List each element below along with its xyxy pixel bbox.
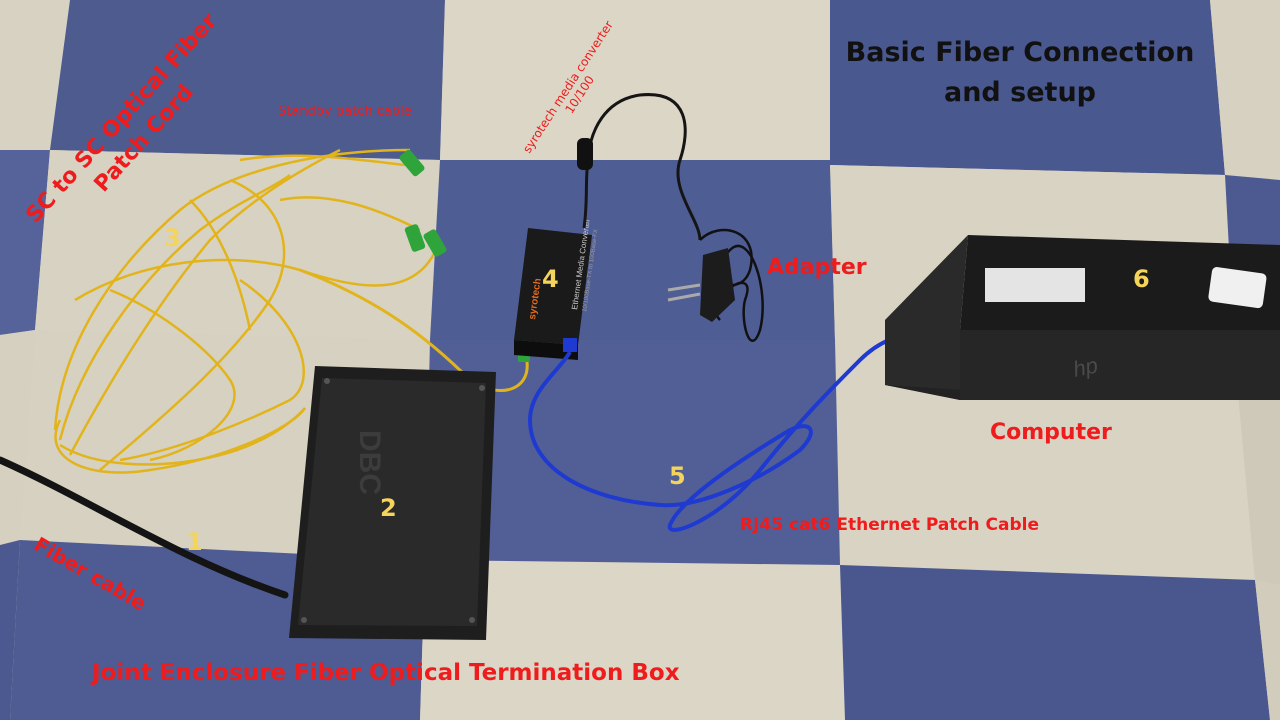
number-4: 4	[542, 265, 559, 293]
number-6: 6	[1133, 265, 1150, 293]
title-line-2: and setup	[943, 77, 1096, 108]
termination-box	[289, 366, 496, 640]
title-line-1: Basic Fiber Connection	[845, 37, 1195, 68]
number-1: 1	[186, 528, 203, 556]
enclosure-brand-text: DBC	[353, 430, 386, 495]
page-title: Basic Fiber Connection and setup	[845, 33, 1195, 113]
number-3: 3	[164, 224, 181, 252]
number-5: 5	[669, 462, 686, 490]
ethernet-cable	[527, 333, 906, 532]
standby-cable-label: Standby patch cable	[278, 104, 412, 119]
power-cable	[582, 93, 702, 241]
adapter-label: Adapter	[767, 255, 867, 280]
enclosure-label: Joint Enclosure Fiber Optical Terminatio…	[92, 660, 680, 686]
number-2: 2	[380, 494, 397, 522]
adapter-cord-coil	[699, 228, 764, 342]
yellow-fiber-coil	[53, 148, 442, 474]
computer-brand-logo: hp	[1071, 352, 1100, 382]
ethernet-cable-label: RJ45 cat6 Ethernet Patch Cable	[740, 515, 1040, 535]
fiber-cable	[0, 456, 289, 599]
sc-connectors	[399, 149, 530, 362]
computer	[885, 235, 1280, 400]
computer-label: Computer	[990, 420, 1112, 445]
media-converter	[514, 228, 592, 360]
yellow-patch-to-converter	[299, 268, 529, 392]
power-adapter	[667, 248, 735, 322]
power-cable-ferrite	[577, 138, 593, 170]
